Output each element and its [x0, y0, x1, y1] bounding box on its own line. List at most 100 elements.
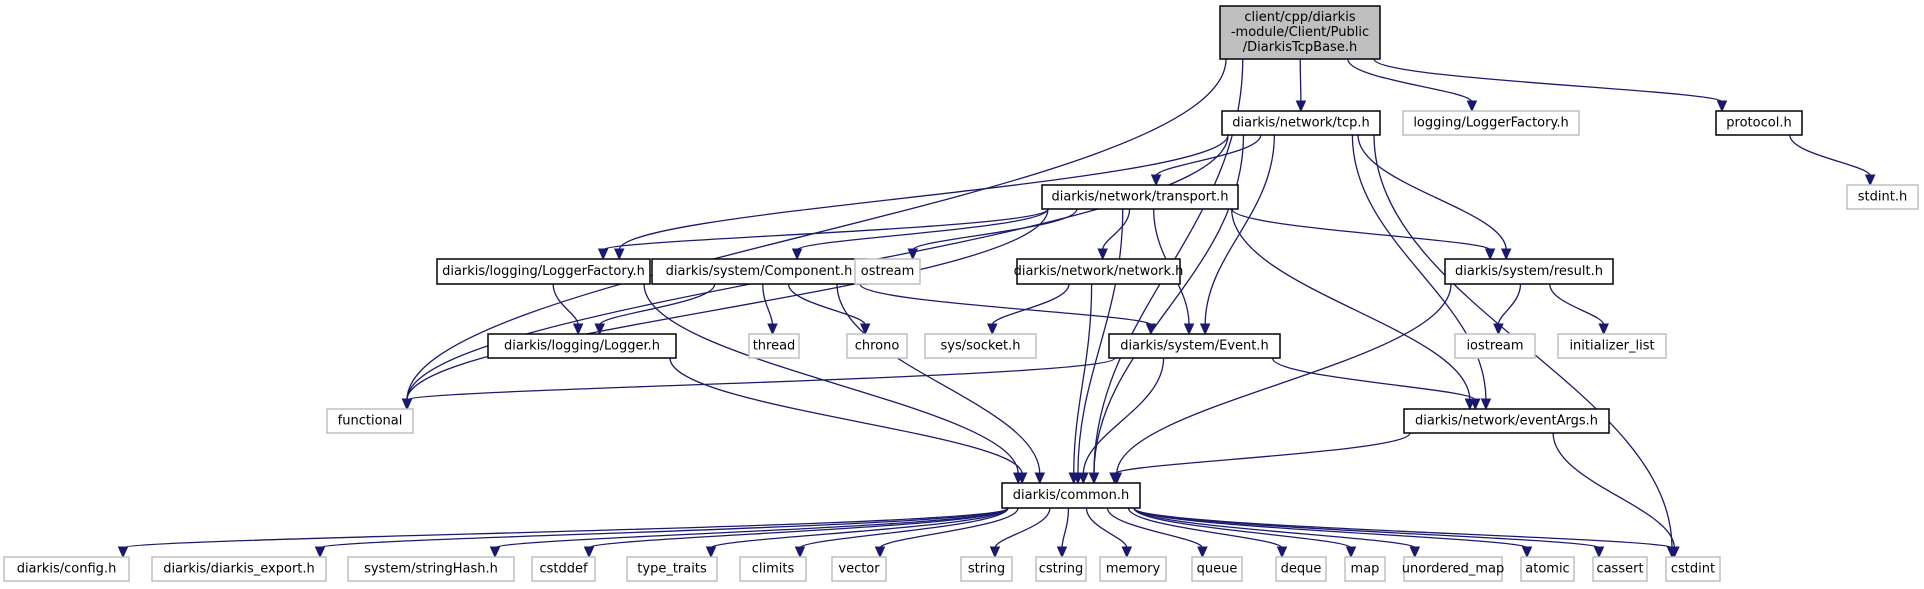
arrowhead-eventargs-to-common — [1109, 472, 1120, 485]
node-label: diarkis/network/eventArgs.h — [1415, 414, 1598, 429]
node-socket: sys/socket.h — [924, 333, 1037, 359]
node-config: diarkis/config.h — [3, 556, 130, 582]
node-box[interactable] — [651, 258, 867, 285]
edge-component-to-chrono — [787, 283, 866, 326]
node-box[interactable] — [1001, 482, 1141, 509]
arrowhead-component-to-chrono — [859, 323, 871, 336]
node-cassert: cassert — [1592, 556, 1648, 582]
node-cstddef: cstddef — [531, 556, 596, 582]
node-label: type_traits — [637, 562, 707, 577]
node-vector: vector — [831, 556, 887, 582]
edge-tcp-to-result — [1357, 134, 1507, 251]
arrowhead-tcp-to-common — [1088, 472, 1100, 485]
arrowhead-event-to-eventargs — [1470, 398, 1481, 411]
node-tcp[interactable]: diarkis/network/tcp.h — [1221, 110, 1381, 136]
edge-component-to-event — [859, 283, 1152, 326]
node-label: logging/LoggerFactory.h — [1413, 116, 1568, 131]
edge-common-to-export — [319, 507, 1009, 549]
node-box — [1665, 556, 1721, 582]
node-box — [924, 333, 1037, 359]
arrowhead-transport-to-ostream — [907, 248, 919, 261]
edge-common-to-atomic — [1133, 507, 1528, 549]
node-transport[interactable]: diarkis/network/transport.h — [1041, 184, 1239, 210]
node-unordered_map: unordered_map — [1402, 556, 1504, 582]
node-box — [1099, 556, 1167, 582]
edge-common-to-stringhash — [494, 507, 1009, 549]
edge-result-to-initlist — [1549, 283, 1605, 326]
node-protocol[interactable]: protocol.h — [1715, 110, 1803, 136]
node-label: protocol.h — [1726, 116, 1791, 131]
node-label: stdint.h — [1858, 190, 1907, 205]
node-label: system/stringHash.h — [364, 562, 498, 577]
node-network[interactable]: diarkis/network/network.h — [1014, 258, 1184, 285]
edge-event-to-common — [1082, 357, 1165, 475]
node-event[interactable]: diarkis/system/Event.h — [1108, 333, 1281, 359]
node-box[interactable] — [1219, 5, 1381, 60]
edge-transport-to-component — [796, 208, 1049, 251]
node-box — [1454, 333, 1536, 359]
node-result[interactable]: diarkis/system/result.h — [1444, 258, 1614, 285]
arrowhead-common-to-queue — [1197, 546, 1208, 559]
node-label: sys/socket.h — [940, 339, 1020, 354]
arrowhead-common-to-export — [314, 546, 326, 559]
node-logger[interactable]: diarkis/logging/Logger.h — [487, 333, 677, 359]
arrowhead-event-to-common — [1078, 472, 1089, 485]
arrowhead-root-to-tcp — [1295, 100, 1307, 113]
node-deque: deque — [1275, 556, 1327, 582]
edge-tcp-to-transport — [1155, 134, 1262, 177]
node-functional: functional — [326, 408, 414, 434]
arrowhead-common-to-vector — [874, 546, 886, 559]
node-box — [531, 556, 596, 582]
node-box[interactable] — [1041, 184, 1239, 210]
node-common[interactable]: diarkis/common.h — [1001, 482, 1141, 509]
node-box — [748, 333, 800, 359]
node-label: initializer_list — [1569, 339, 1654, 354]
node-box — [960, 556, 1013, 582]
node-box — [3, 556, 130, 582]
node-string: string — [960, 556, 1013, 582]
node-box[interactable] — [1221, 110, 1381, 136]
arrowhead-component-to-logger — [594, 323, 605, 336]
arrowhead-transport-to-result — [1484, 248, 1496, 261]
node-label: iostream — [1466, 339, 1523, 354]
node-loggerfactory[interactable]: diarkis/logging/LoggerFactory.h — [436, 258, 651, 285]
edge-eventargs-to-common — [1113, 432, 1411, 475]
node-thread: thread — [748, 333, 800, 359]
node-box[interactable] — [1108, 333, 1281, 359]
node-box[interactable] — [436, 258, 651, 285]
node-box — [1275, 556, 1327, 582]
edge-protocol-to-stdint — [1789, 134, 1871, 177]
node-box — [1035, 556, 1087, 582]
edge-logger-to-common — [669, 357, 1023, 475]
node-queue: queue — [1191, 556, 1243, 582]
node-eventargs[interactable]: diarkis/network/eventArgs.h — [1403, 408, 1610, 434]
edge-result-to-iostream — [1497, 283, 1522, 326]
node-label: deque — [1281, 562, 1322, 577]
edges-layer — [117, 58, 1876, 559]
edge-common-to-type_traits — [710, 507, 1009, 549]
arrowhead-event-to-functional — [401, 398, 413, 411]
node-box — [151, 556, 327, 582]
node-box[interactable] — [487, 333, 677, 359]
node-atomic: atomic — [1520, 556, 1575, 582]
arrowhead-transport-to-loggerfactory — [597, 248, 609, 261]
arrowhead-common-to-memory — [1121, 546, 1133, 559]
arrowhead-root-to-logfactory_sys — [1466, 100, 1478, 113]
edge-network-to-common — [1073, 283, 1093, 475]
arrowhead-logger-to-common — [1016, 472, 1028, 485]
node-label: queue — [1197, 562, 1238, 577]
arrowhead-transport-to-event — [1183, 323, 1195, 336]
edge-root-to-logfactory_sys — [1347, 58, 1473, 103]
node-box[interactable] — [1016, 258, 1181, 285]
node-box[interactable] — [1403, 408, 1610, 434]
node-root[interactable]: client/cpp/diarkis-module/Client/Public/… — [1219, 5, 1381, 60]
edge-common-to-cstddef — [588, 507, 1009, 549]
node-box[interactable] — [1444, 258, 1614, 285]
edge-eventargs-to-cstdint — [1552, 432, 1675, 549]
node-box — [854, 258, 921, 285]
arrowhead-common-to-cassert — [1593, 546, 1605, 559]
node-component[interactable]: diarkis/system/Component.h — [651, 258, 867, 285]
node-box — [846, 333, 908, 359]
node-box[interactable] — [1715, 110, 1803, 136]
